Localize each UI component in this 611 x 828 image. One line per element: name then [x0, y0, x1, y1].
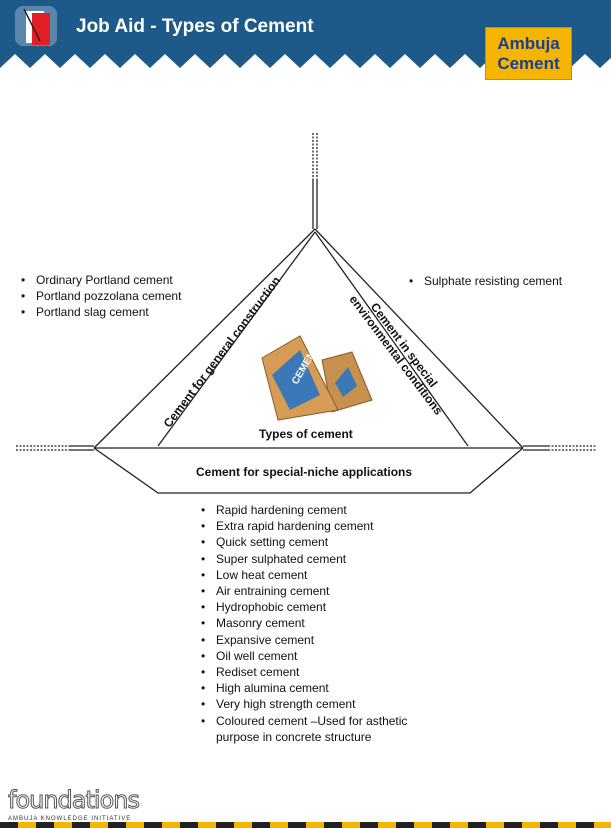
- foundations-logo: foundations: [8, 786, 141, 815]
- list-item: Low heat cement: [201, 567, 407, 583]
- list-item: Air entraining cement: [201, 583, 407, 599]
- bottom-label: Cement for special-niche applications: [196, 465, 413, 479]
- header-zigzag: [0, 54, 611, 68]
- list-item: High alumina cement: [201, 680, 407, 696]
- logo-line-1: Ambuja: [497, 34, 560, 53]
- list-item: Portland slag cement: [21, 304, 181, 320]
- environmental-list: Sulphate resisting cement: [409, 273, 562, 289]
- cement-bags-icon: CEMENT: [261, 335, 373, 421]
- list-item: Very high strength cement: [201, 696, 407, 712]
- logo-line-2: Cement: [497, 54, 560, 73]
- list-item-continuation: purpose in concrete structure: [216, 729, 372, 744]
- general-construction-list: Ordinary Portland cement Portland pozzol…: [21, 272, 181, 321]
- list-item: Oil well cement: [201, 648, 407, 664]
- foundations-subtitle: AMBUJA KNOWLEDGE INITIATIVE: [8, 816, 132, 822]
- list-item: Hydrophobic cement: [201, 599, 407, 615]
- list-item: Rediset cement: [201, 664, 407, 680]
- list-item: Quick setting cement: [201, 534, 407, 550]
- footer-band: [0, 822, 611, 828]
- list-item: Sulphate resisting cement: [409, 273, 562, 289]
- list-item: Extra rapid hardening cement: [201, 518, 407, 534]
- list-item: Portland pozzolana cement: [21, 288, 181, 304]
- book-icon: [15, 6, 57, 46]
- page-title: Job Aid - Types of Cement: [76, 16, 314, 37]
- list-item: Expansive cement: [201, 632, 407, 648]
- center-label: Types of cement: [259, 427, 353, 441]
- list-item: Rapid hardening cement: [201, 502, 407, 518]
- list-item: Coloured cement –Used for asthetic: [201, 713, 407, 729]
- list-item: Masonry cement: [201, 615, 407, 631]
- list-item: Super sulphated cement: [201, 551, 407, 567]
- list-item: Ordinary Portland cement: [21, 272, 181, 288]
- ambuja-logo: Ambuja Cement: [485, 27, 572, 80]
- special-niche-list: Rapid hardening cement Extra rapid harde…: [201, 502, 407, 745]
